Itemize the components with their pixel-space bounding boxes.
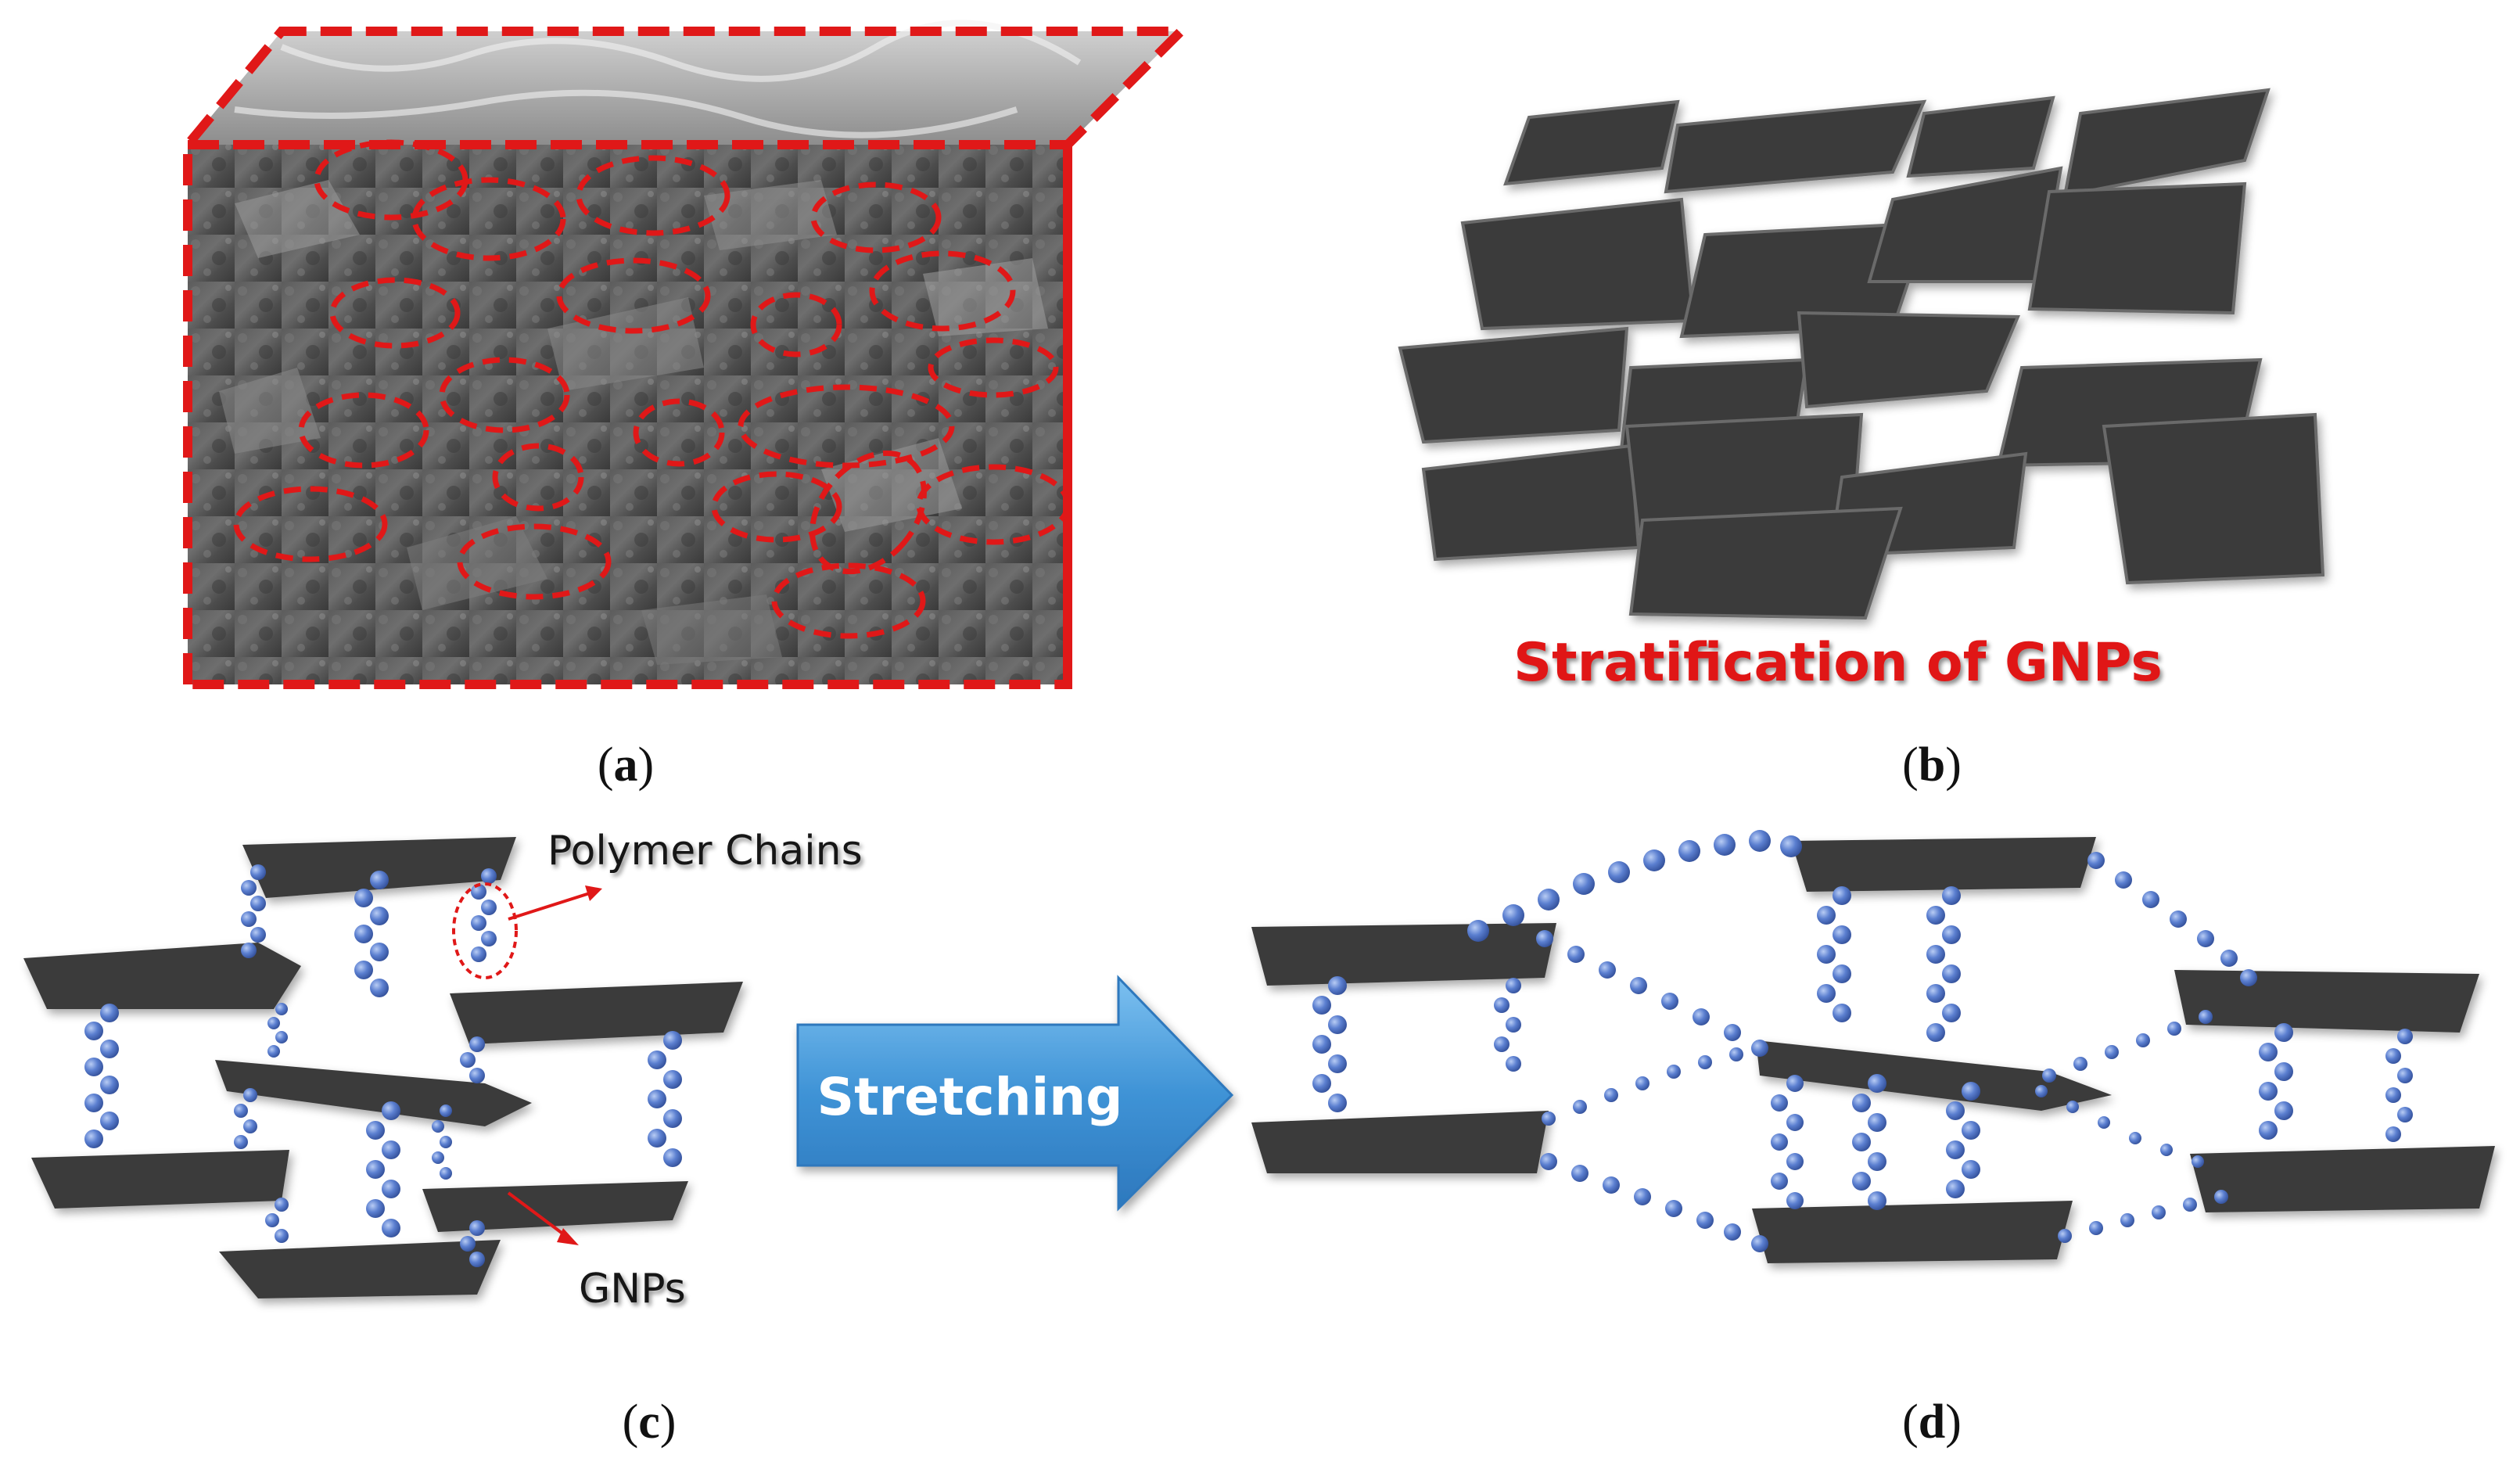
sem-top-face <box>188 31 1181 145</box>
stretched-chain-5 <box>1542 1047 1743 1126</box>
gnp-highlight-ellipses <box>233 139 1071 639</box>
panel-c: Polymer Chains GNPs (c) <box>23 828 863 1449</box>
coil-9 <box>366 1101 400 1237</box>
callout-polymer-chains: Polymer Chains <box>547 828 863 875</box>
gnp-flakes-c <box>23 837 743 1298</box>
coil-d-1 <box>1312 976 1347 1112</box>
coil-4 <box>84 1004 119 1148</box>
stretching-arrow <box>796 975 1234 1212</box>
coil-7 <box>648 1031 682 1167</box>
coil-3 <box>471 868 497 962</box>
coil-2 <box>354 871 389 997</box>
coil-d-6 <box>1852 1074 1886 1210</box>
stretched-chain-4 <box>2042 1010 2213 1083</box>
coil-8 <box>234 1088 257 1149</box>
coil-6 <box>460 1036 485 1083</box>
coil-d-8 <box>2259 1023 2293 1140</box>
polymer-chains-d <box>1312 830 2413 1252</box>
polymer-highlight-circle <box>452 882 518 979</box>
stretched-chain-2 <box>1536 930 1768 1057</box>
polymer-callout-arrow <box>508 890 595 921</box>
coil-11 <box>460 1220 485 1267</box>
coil-d-2 <box>1494 978 1521 1072</box>
stretched-chain-7 <box>2058 1190 2228 1243</box>
stretched-chain-6 <box>1540 1153 1768 1252</box>
panel-label-a: (a) <box>598 738 654 792</box>
sem-top-texture <box>234 20 1082 138</box>
panel-label-d: (d) <box>1902 1395 1962 1449</box>
stretched-chain-8 <box>2035 1085 2204 1168</box>
polymer-callout-arrowhead <box>585 885 602 901</box>
right-arrow-icon <box>796 975 1234 1212</box>
stretched-chain-1 <box>1467 830 1802 942</box>
coil-d-7 <box>1946 1082 1980 1198</box>
coil-10 <box>265 1198 289 1243</box>
coil-d-3 <box>1817 886 1851 1022</box>
panel-d: (d) <box>1251 830 2495 1449</box>
panel-label-b: (b) <box>1902 738 1962 792</box>
gnps-callout-arrow <box>507 1191 573 1241</box>
panel-b <box>1398 88 2325 620</box>
sem-flake-texture <box>219 180 1048 665</box>
coil-d-9 <box>2385 1029 2413 1142</box>
panel-label-c: (c) <box>623 1395 677 1449</box>
coil-1 <box>241 864 266 958</box>
gnps-callout-arrowhead <box>557 1228 579 1245</box>
stratification-caption: Stratification of GNPs <box>1513 632 2163 694</box>
coil-5 <box>267 1003 288 1058</box>
coil-d-5 <box>1771 1075 1804 1209</box>
polymer-chains-c <box>84 864 682 1267</box>
stretched-chain-3 <box>2087 852 2257 986</box>
coil-d-4 <box>1926 886 1961 1042</box>
callout-gnps: GNPs <box>579 1266 686 1313</box>
panel-a: (a) <box>183 20 1193 792</box>
stretching-label: Stretching <box>817 1067 1123 1127</box>
gnp-flake-stack <box>1398 88 2325 620</box>
sem-outline <box>183 27 1193 689</box>
coil-12 <box>432 1104 452 1180</box>
